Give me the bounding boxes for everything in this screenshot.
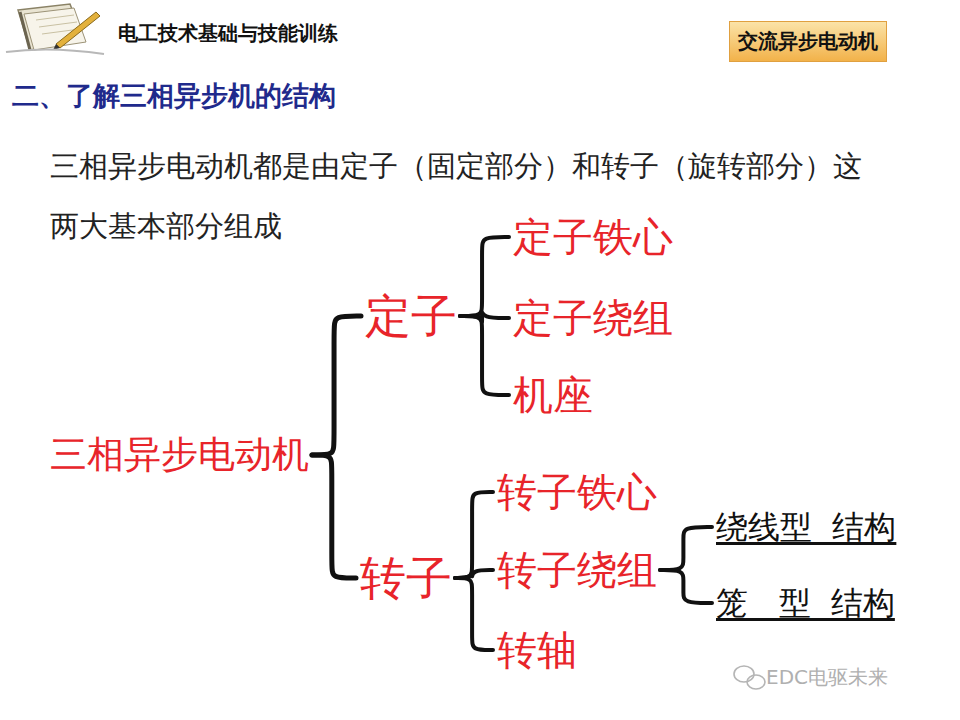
watermark-icon <box>734 666 765 689</box>
component-term: 机座 <box>513 372 593 418</box>
section-tab: 交流异步电动机 <box>729 21 887 62</box>
component-term: 定子绕组 <box>513 295 673 341</box>
node-text: 绕线型 结构 <box>716 509 896 546</box>
node-text: 机座 <box>513 372 593 418</box>
brace-connector <box>660 570 712 603</box>
node-text: 转子 <box>360 552 452 605</box>
component-term: 转子铁心 <box>497 469 657 515</box>
node-text: 交流异步电动机 <box>738 30 878 53</box>
intro-text: 三相异步电动机都是由定子（固定部分）和转子（旋转部分）这两大基本部分组成 <box>50 136 880 256</box>
brace-connector <box>312 316 361 455</box>
component-term: 转轴 <box>497 627 577 673</box>
node-text: 定子 <box>365 290 457 343</box>
node-text: 三相异步电动机 <box>50 434 309 477</box>
component-term: 转子绕组 <box>497 547 657 593</box>
node-text: 定子铁心 <box>513 214 673 260</box>
node-text: 转轴 <box>497 627 577 673</box>
brace-connector <box>460 237 509 316</box>
brace-connector <box>460 316 509 395</box>
component-term: 定子铁心 <box>513 214 673 260</box>
node-text: 转子铁心 <box>497 469 657 515</box>
node-text: 转子绕组 <box>497 547 657 593</box>
root-term: 三相异步电动机 <box>50 434 309 477</box>
notebook-icon <box>6 4 104 54</box>
brace-connector <box>660 527 712 570</box>
slide-title: 二、了解三相异步机的结构 <box>12 78 336 114</box>
structure-type: 笼 型 结构 <box>716 585 895 622</box>
part-term: 定子 <box>365 290 457 343</box>
course-title: 电工技术基础与技能训练 <box>118 20 338 47</box>
node-text: 定子绕组 <box>513 295 673 341</box>
brace-connector <box>455 492 493 578</box>
node-text: 笼 型 结构 <box>716 585 895 622</box>
part-term: 转子 <box>360 552 452 605</box>
watermark: EDC电驱未来 <box>766 664 888 691</box>
brace-connector <box>455 578 493 650</box>
brace-connector <box>312 455 356 578</box>
structure-type: 绕线型 结构 <box>716 509 896 546</box>
